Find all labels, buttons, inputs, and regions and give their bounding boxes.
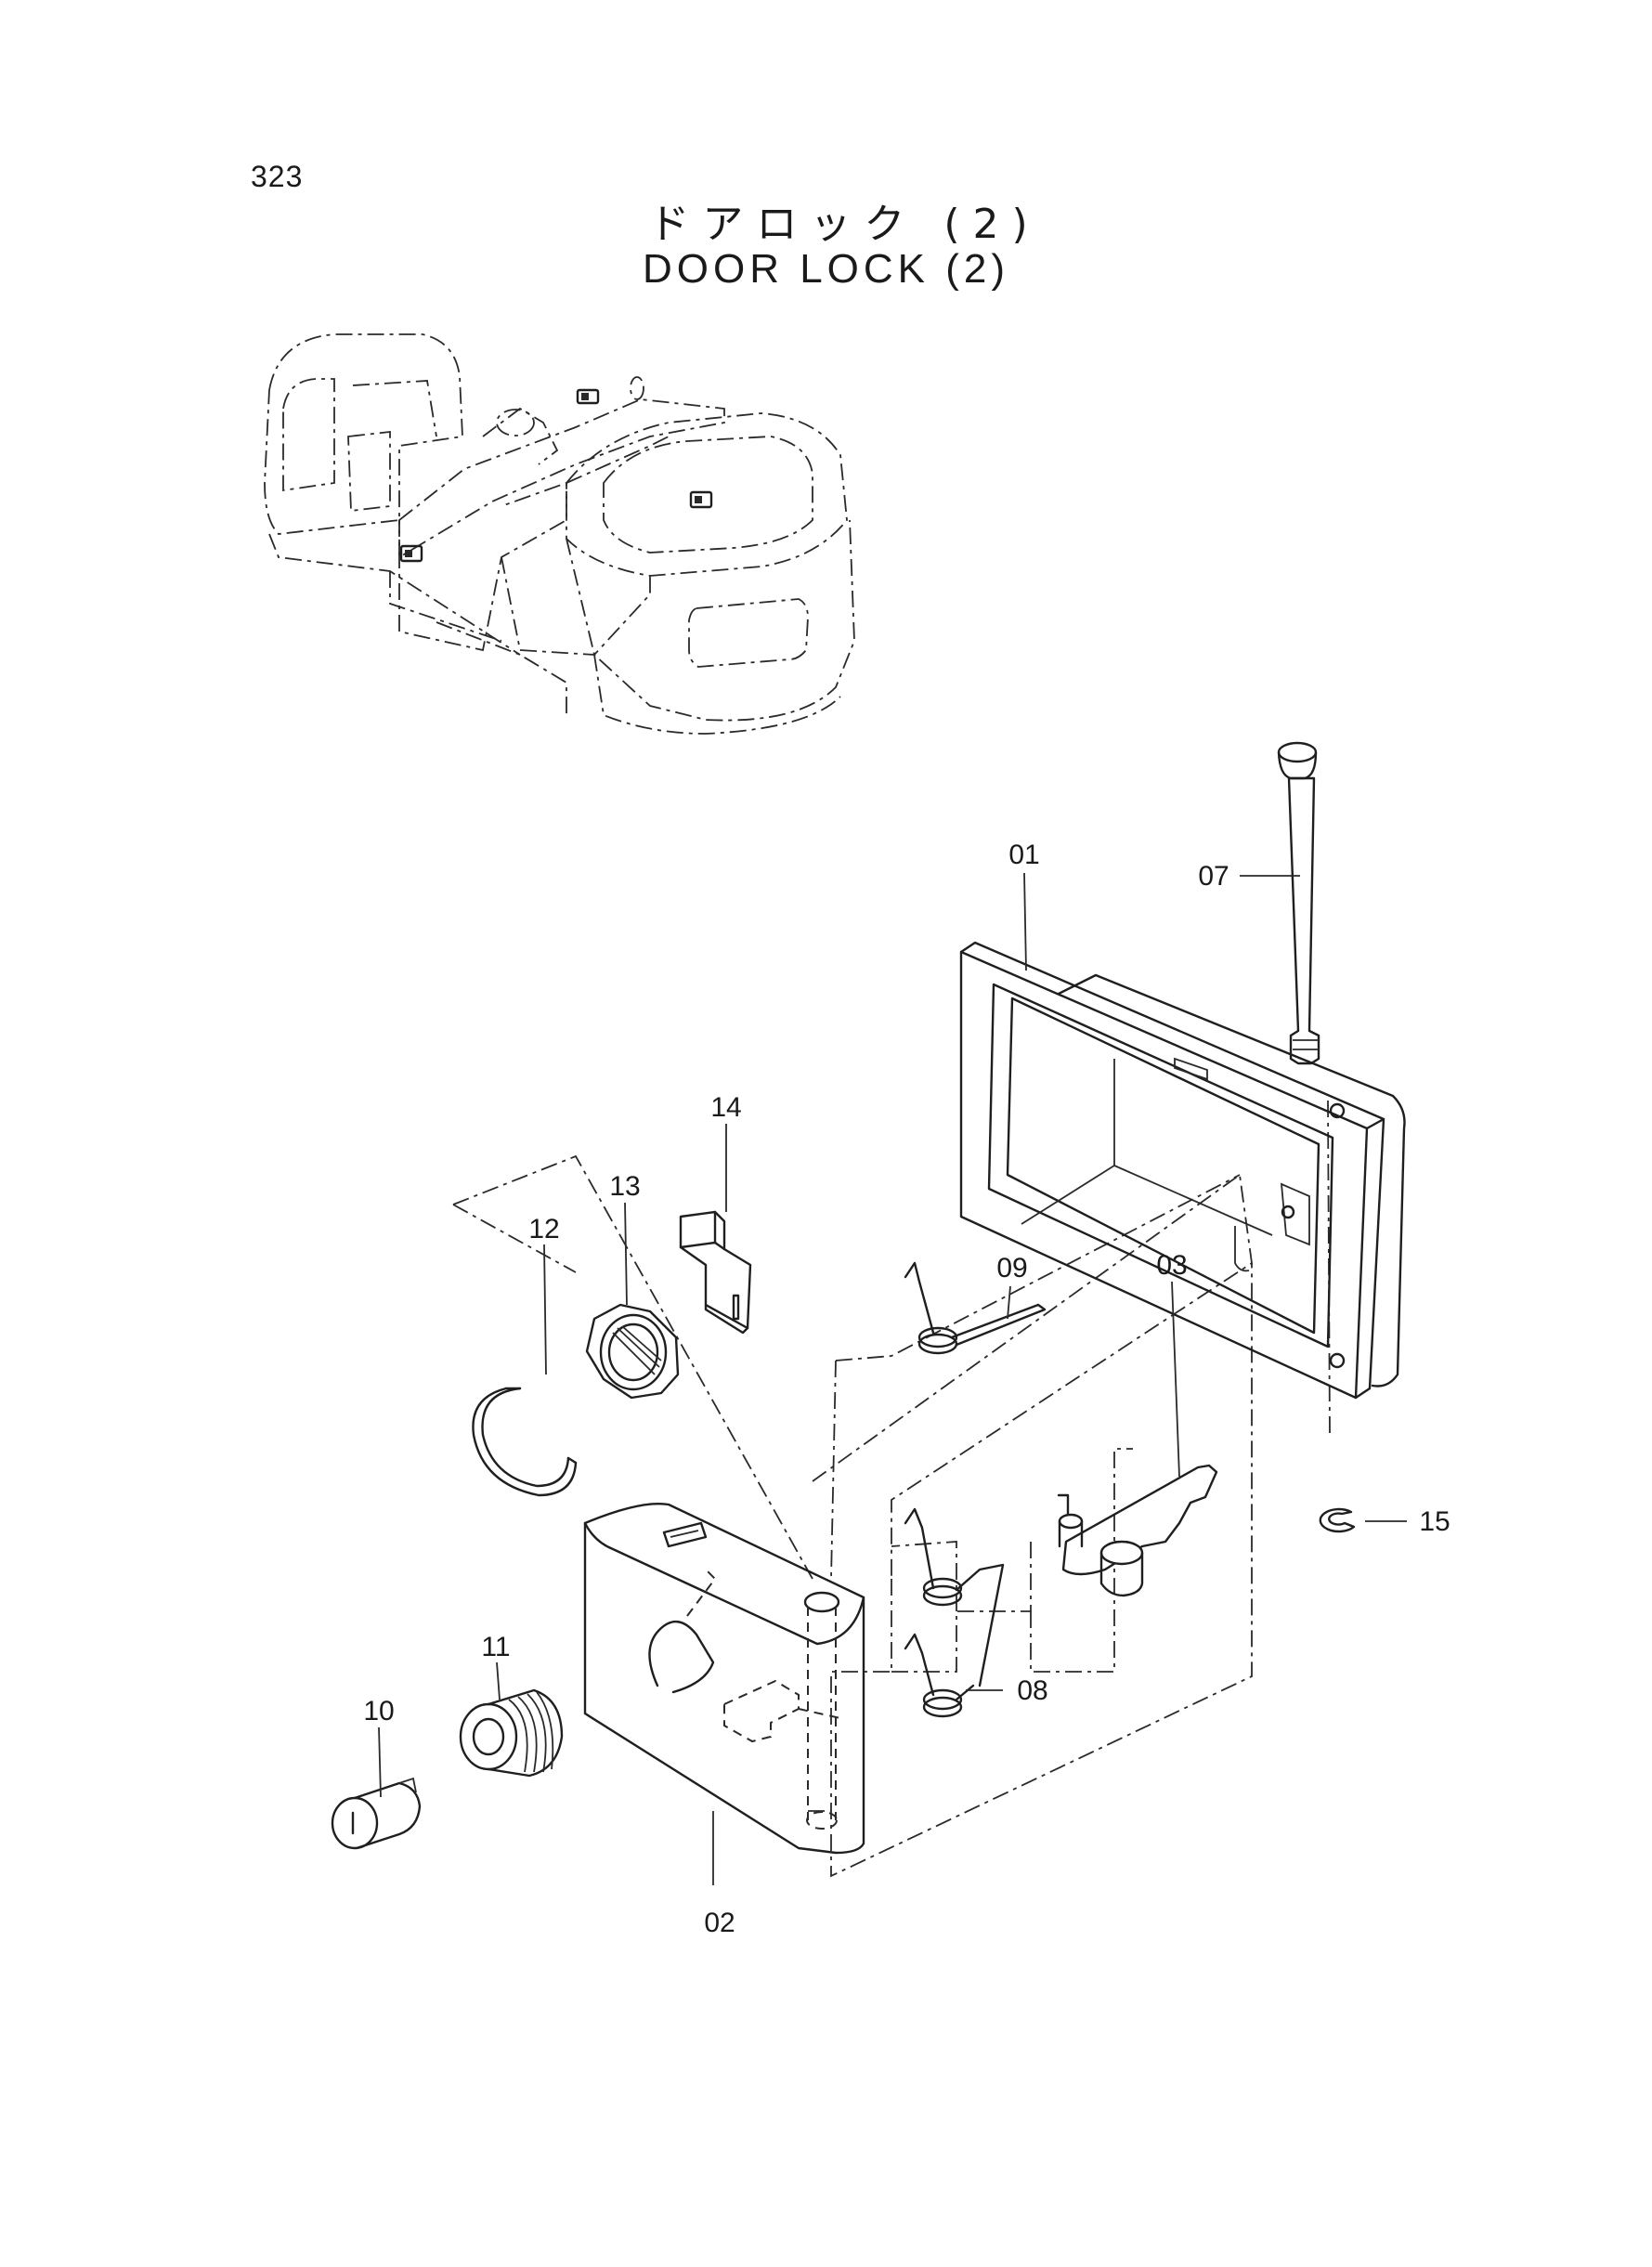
reference-lines <box>452 1100 1331 1878</box>
excavator-overview <box>264 333 855 735</box>
callout-01: 01 <box>1008 840 1039 870</box>
part-08-spring-lower <box>904 1507 1005 1718</box>
callout-13: 13 <box>609 1171 640 1202</box>
callout-09: 09 <box>996 1253 1027 1283</box>
callout-10: 10 <box>363 1696 394 1726</box>
part-14-plate <box>679 1210 752 1335</box>
part-13-lock-nut <box>585 1303 680 1400</box>
callout-07: 07 <box>1198 861 1229 892</box>
title-english: DOOR LOCK (2) <box>642 246 1010 292</box>
part-12-snap-ring <box>472 1387 578 1497</box>
part-01-outer-frame <box>959 941 1406 1400</box>
callout-15: 15 <box>1419 1506 1450 1537</box>
part-07-pin <box>1277 741 1320 1065</box>
callout-02: 02 <box>704 1908 735 1938</box>
part-11-threaded-bushing <box>459 1688 564 1778</box>
callout-12: 12 <box>528 1214 559 1244</box>
callout-08: 08 <box>1017 1675 1047 1706</box>
callout-03: 03 <box>1156 1250 1187 1281</box>
leader-lines <box>378 872 1407 1885</box>
part-02-lock-body <box>583 1503 865 1855</box>
part-03-lever <box>1057 1464 1218 1597</box>
callout-labels: 01 02 03 07 08 09 10 11 12 13 14 15 <box>363 840 1450 1938</box>
callout-11: 11 <box>481 1632 510 1662</box>
title-japanese: ドアロック (2) <box>648 201 1041 248</box>
part-10-key-cylinder <box>331 1777 422 1850</box>
callout-14: 14 <box>710 1092 741 1123</box>
page-number: 323 <box>251 160 304 193</box>
part-15-e-ring <box>1319 1507 1356 1533</box>
part-09-spring-upper <box>904 1261 1047 1355</box>
